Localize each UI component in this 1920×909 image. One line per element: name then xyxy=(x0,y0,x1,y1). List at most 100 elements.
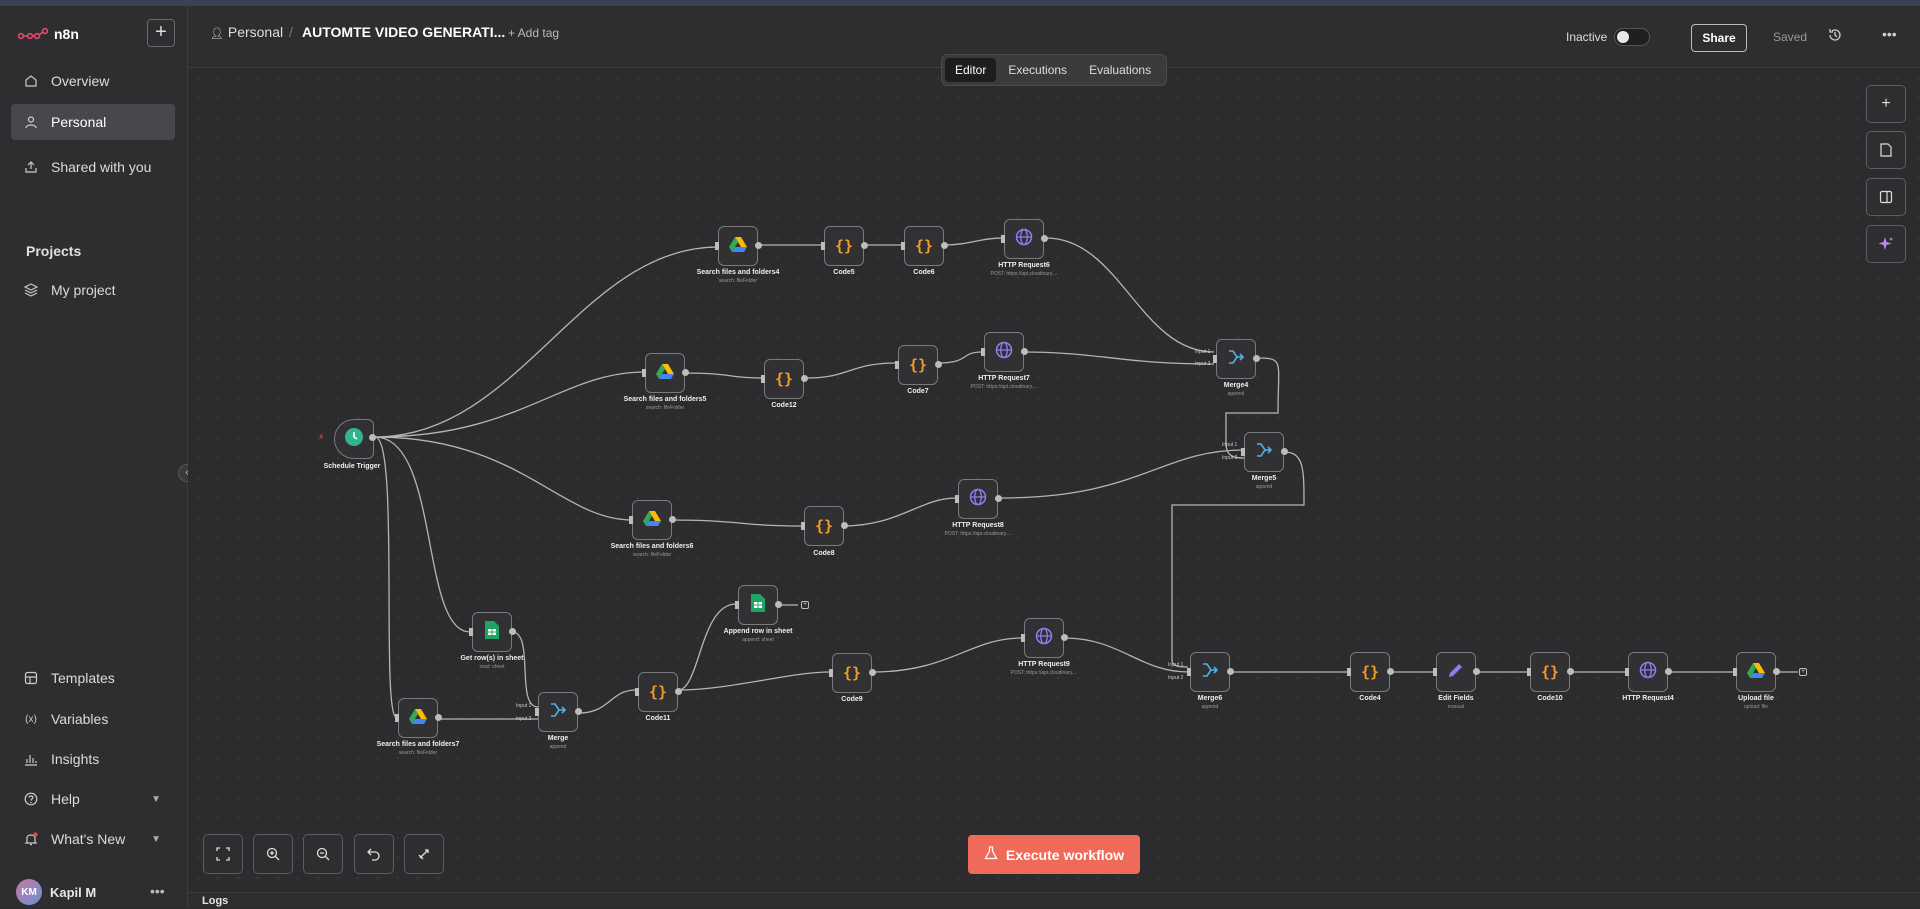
output-port[interactable] xyxy=(1473,668,1480,675)
output-port[interactable] xyxy=(1227,668,1234,675)
user-menu-icon[interactable]: ••• xyxy=(150,883,165,899)
share-button[interactable]: Share xyxy=(1691,24,1747,52)
node-google-drive[interactable] xyxy=(398,698,438,738)
node-merge[interactable] xyxy=(1244,432,1284,472)
node-code[interactable]: {} xyxy=(904,226,944,266)
input-port[interactable] xyxy=(715,242,719,250)
undo-icon[interactable] xyxy=(354,834,394,874)
output-port[interactable] xyxy=(1281,448,1288,455)
input-port[interactable] xyxy=(901,242,905,250)
fit-view-icon[interactable] xyxy=(203,834,243,874)
input-port[interactable] xyxy=(1021,634,1025,642)
input-port[interactable] xyxy=(395,714,399,722)
node-merge[interactable] xyxy=(538,692,578,732)
more-options-icon[interactable]: ••• xyxy=(1882,26,1897,42)
input-port[interactable] xyxy=(801,522,805,530)
input-port[interactable] xyxy=(829,669,833,677)
output-port[interactable] xyxy=(1021,348,1028,355)
input-port[interactable] xyxy=(1213,355,1217,363)
history-icon[interactable] xyxy=(1828,28,1842,45)
node-google-drive[interactable] xyxy=(1736,652,1776,692)
input-port[interactable] xyxy=(895,361,899,369)
sidebar-item-my-project[interactable]: My project xyxy=(11,272,175,308)
add-tag-button[interactable]: + Add tag xyxy=(508,26,560,40)
output-port[interactable] xyxy=(935,361,942,368)
output-port[interactable] xyxy=(575,708,582,715)
output-port[interactable] xyxy=(841,522,848,529)
output-port[interactable] xyxy=(435,714,442,721)
output-port[interactable] xyxy=(1665,668,1672,675)
node-code[interactable]: {} xyxy=(898,345,938,385)
tab-executions[interactable]: Executions xyxy=(1008,63,1068,77)
node-http-request[interactable] xyxy=(958,479,998,519)
ai-sparkle-icon[interactable] xyxy=(1866,225,1906,263)
node-code[interactable]: {} xyxy=(804,506,844,546)
output-port[interactable] xyxy=(369,434,376,441)
input-port[interactable] xyxy=(981,348,985,356)
node-code[interactable]: {} xyxy=(832,653,872,693)
input-port[interactable] xyxy=(469,628,473,636)
output-port[interactable] xyxy=(682,369,689,376)
sidebar-item-whats-new[interactable]: What's New ▼ xyxy=(11,821,175,857)
create-new-button[interactable]: + xyxy=(147,19,175,47)
output-port[interactable] xyxy=(1387,668,1394,675)
output-port[interactable] xyxy=(1041,235,1048,242)
logs-panel[interactable]: Logs xyxy=(188,892,1920,908)
tab-editor[interactable]: Editor xyxy=(945,58,997,82)
input-port[interactable] xyxy=(1347,668,1351,676)
output-port[interactable] xyxy=(755,242,762,249)
panel-toggle-icon[interactable] xyxy=(1866,178,1906,216)
node-http-request[interactable] xyxy=(984,332,1024,372)
sidebar-item-shared[interactable]: Shared with you xyxy=(11,149,175,185)
add-node-button[interactable]: + xyxy=(1866,85,1906,123)
node-google-drive[interactable] xyxy=(645,353,685,393)
n8n-logo[interactable]: n8n xyxy=(18,26,79,42)
sidebar-item-insights[interactable]: Insights xyxy=(11,741,175,777)
node-http-request[interactable] xyxy=(1628,652,1668,692)
input-port[interactable] xyxy=(1527,668,1531,676)
input-port[interactable] xyxy=(761,375,765,383)
output-port[interactable] xyxy=(1253,355,1260,362)
output-port[interactable] xyxy=(941,242,948,249)
node-code[interactable]: {} xyxy=(1530,652,1570,692)
input-port[interactable] xyxy=(1001,235,1005,243)
execute-workflow-button[interactable]: Execute workflow xyxy=(968,835,1140,874)
output-port[interactable] xyxy=(1061,634,1068,641)
output-port[interactable] xyxy=(775,601,782,608)
input-port[interactable] xyxy=(955,495,959,503)
user-profile[interactable]: KM Kapil M xyxy=(16,879,96,905)
sidebar-item-variables[interactable]: (x) Variables xyxy=(11,701,175,737)
output-port[interactable] xyxy=(861,242,868,249)
output-port[interactable] xyxy=(801,375,808,382)
sidebar-item-overview[interactable]: Overview xyxy=(11,63,175,99)
tab-evaluations[interactable]: Evaluations xyxy=(1089,63,1152,77)
input-port[interactable] xyxy=(1625,668,1629,676)
node-google-sheets[interactable] xyxy=(472,612,512,652)
input-port[interactable] xyxy=(629,516,633,524)
input-port[interactable] xyxy=(535,708,539,716)
output-port[interactable] xyxy=(675,688,682,695)
node-merge[interactable] xyxy=(1216,339,1256,379)
workflow-canvas[interactable] xyxy=(188,68,1920,892)
node-schedule-trigger[interactable] xyxy=(334,419,374,459)
node-code[interactable]: {} xyxy=(1350,652,1390,692)
tidy-up-icon[interactable] xyxy=(404,834,444,874)
node-merge[interactable] xyxy=(1190,652,1230,692)
add-node-icon[interactable]: + xyxy=(801,601,809,609)
input-port[interactable] xyxy=(821,242,825,250)
output-port[interactable] xyxy=(869,669,876,676)
node-google-sheets[interactable] xyxy=(738,585,778,625)
sidebar-item-help[interactable]: Help ▼ xyxy=(11,781,175,817)
node-code[interactable]: {} xyxy=(824,226,864,266)
input-port[interactable] xyxy=(1187,668,1191,676)
input-port[interactable] xyxy=(1733,668,1737,676)
output-port[interactable] xyxy=(995,495,1002,502)
workflow-title[interactable]: AUTOMTE VIDEO GENERATI... xyxy=(302,24,506,40)
node-google-drive[interactable] xyxy=(632,500,672,540)
input-port[interactable] xyxy=(735,601,739,609)
output-port[interactable] xyxy=(509,628,516,635)
zoom-in-icon[interactable] xyxy=(253,834,293,874)
zoom-out-icon[interactable] xyxy=(303,834,343,874)
sticky-note-icon[interactable] xyxy=(1866,131,1906,169)
input-port[interactable] xyxy=(642,369,646,377)
